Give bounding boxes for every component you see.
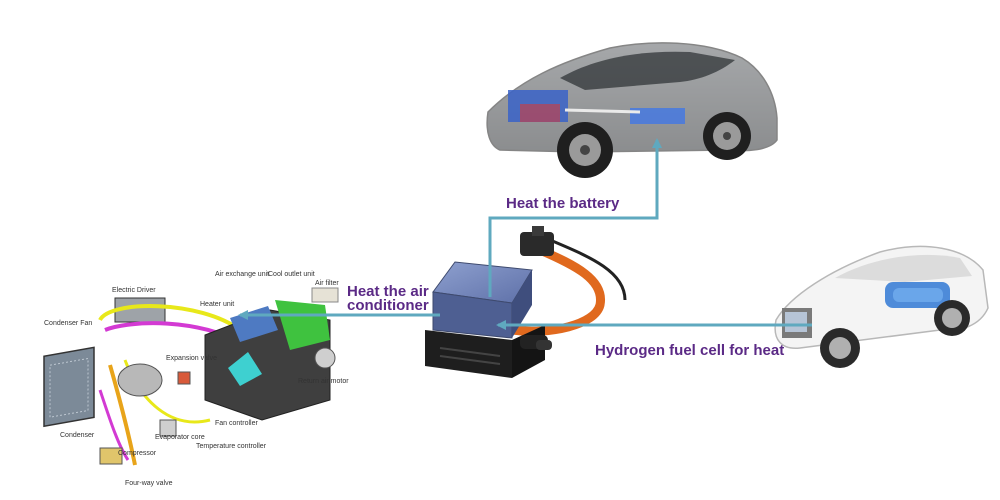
label-heat-ac-line1: Heat the air <box>347 283 429 300</box>
label-heater-unit: Heater unit <box>200 301 234 308</box>
label-heat-ac-line2: conditioner <box>347 297 429 314</box>
ptc-heater-icon <box>425 226 627 378</box>
label-expansion-valve: Expansion valve <box>166 355 217 362</box>
flow-arrows <box>238 138 812 330</box>
label-compressor: Compressor <box>118 450 157 457</box>
label-cool-outlet: Cool outlet unit <box>268 271 315 278</box>
label-four-way-valve: Four-way valve <box>125 480 173 487</box>
label-heat-battery: Heat the battery <box>506 195 620 212</box>
label-condenser: Condenser <box>60 432 95 439</box>
label-temperature-controller: Temperature controller <box>196 443 267 450</box>
label-hydrogen: Hydrogen fuel cell for heat <box>595 342 784 359</box>
car-fuelcell-icon <box>774 245 989 368</box>
label-condenser-fan: Condenser Fan <box>44 320 92 327</box>
label-return-air-motor: Return air motor <box>298 378 349 385</box>
hvac-system-icon <box>43 287 339 466</box>
label-fan-controller: Fan controller <box>215 420 258 427</box>
hvac-part-labels: Air exchange unit Cool outlet unit Air f… <box>44 271 349 487</box>
label-air-exchange: Air exchange unit <box>215 271 269 278</box>
label-air-filter: Air filter <box>315 280 339 287</box>
car-xray-icon <box>486 42 778 178</box>
label-evaporator-core: Evaporator core <box>155 434 205 441</box>
arrow-to-battery <box>488 138 662 297</box>
label-electric-driver: Electric Driver <box>112 287 156 294</box>
